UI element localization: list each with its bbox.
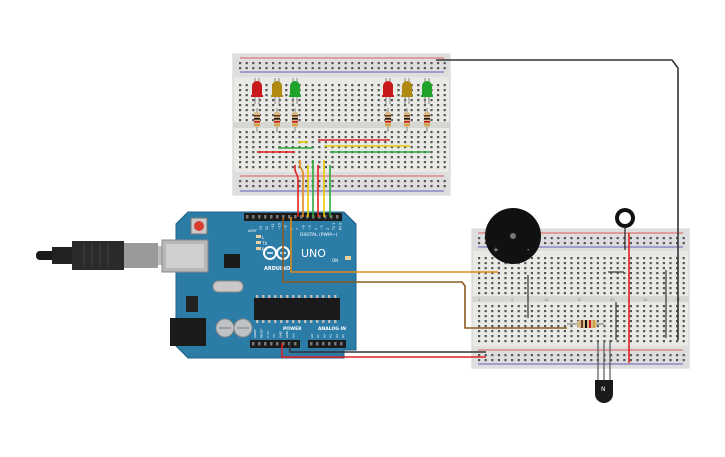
analog-pin-label: A5 bbox=[341, 334, 345, 338]
led[interactable] bbox=[251, 78, 263, 104]
wire-black-gnd bbox=[436, 59, 679, 340]
power-pin-label: 5V bbox=[272, 333, 276, 338]
usb-cable[interactable] bbox=[36, 241, 164, 270]
sound-sensor[interactable] bbox=[615, 208, 635, 250]
analog-pin-label: A1 bbox=[316, 334, 320, 338]
top-resistors[interactable] bbox=[254, 108, 430, 132]
npn-transistor[interactable]: N bbox=[595, 340, 613, 403]
wire-brown-base bbox=[282, 217, 567, 329]
row-number: 1 bbox=[478, 298, 480, 302]
power-pin-label: RESET bbox=[259, 328, 263, 338]
digital-pin-label: RX 0 bbox=[338, 223, 342, 230]
digital-pin-label: 7 bbox=[296, 228, 300, 230]
resistor[interactable] bbox=[385, 108, 391, 132]
transistor-label: N bbox=[601, 386, 606, 393]
l-led-label: L bbox=[262, 235, 265, 240]
power-pin-label: Vin bbox=[291, 333, 295, 338]
digital-header-label: DIGITAL (PWM~) bbox=[300, 232, 338, 238]
power-pin-label: GND bbox=[279, 330, 283, 338]
power-pin-label: GND bbox=[285, 330, 289, 338]
resistor[interactable] bbox=[424, 108, 430, 132]
analog-pin-label: A3 bbox=[329, 334, 333, 338]
power-header[interactable] bbox=[250, 340, 300, 348]
digital-pin-label: TX 1 bbox=[332, 223, 336, 231]
digital-pin-label: ~5 bbox=[308, 225, 312, 230]
wire-black-gnd2 bbox=[289, 343, 486, 353]
aref-label: AREF bbox=[248, 229, 257, 233]
wire-red-5v bbox=[281, 343, 486, 358]
led[interactable] bbox=[271, 78, 283, 104]
analog-header-label: ANALOG IN bbox=[318, 326, 346, 332]
resistor[interactable] bbox=[274, 108, 280, 132]
row-number: 20 bbox=[610, 298, 614, 302]
buzzer-plus-label: + bbox=[493, 246, 499, 254]
resistor[interactable] bbox=[404, 108, 410, 132]
top-breadboard[interactable] bbox=[232, 53, 451, 196]
digital-pin-label: ~10 bbox=[277, 223, 281, 230]
resistor[interactable] bbox=[254, 108, 260, 132]
reset-button[interactable] bbox=[194, 221, 204, 231]
on-led-label: ON bbox=[332, 258, 338, 263]
row-number: 10 bbox=[544, 298, 548, 302]
analog-pin-label: A2 bbox=[322, 334, 326, 338]
buzzer-minus-label: - bbox=[527, 246, 530, 254]
power-header-label: POWER bbox=[283, 326, 302, 332]
chip-pins bbox=[256, 295, 337, 323]
analog-header[interactable] bbox=[308, 340, 346, 348]
analog-pin-label: A0 bbox=[310, 334, 314, 338]
digital-pin-label: ~11 bbox=[271, 223, 275, 230]
resistor[interactable] bbox=[292, 108, 298, 132]
led-group[interactable] bbox=[251, 78, 433, 104]
digital-pin-label: 12 bbox=[265, 226, 269, 230]
wires[interactable] bbox=[257, 59, 679, 363]
board-brand-label: ARDUINO bbox=[264, 266, 290, 272]
analog-pin-label: A4 bbox=[335, 334, 339, 338]
digital-header[interactable] bbox=[244, 213, 342, 221]
digital-pin-label: 13 bbox=[259, 226, 263, 230]
led[interactable] bbox=[421, 78, 433, 104]
wire-orange-buzzer bbox=[290, 217, 498, 273]
led[interactable] bbox=[289, 78, 301, 104]
row-number: 5 bbox=[511, 298, 513, 302]
power-pin-label: 3.3V bbox=[266, 330, 270, 338]
board-model-label: UNO bbox=[301, 247, 326, 260]
row-number: 15 bbox=[577, 298, 581, 302]
arduino-uno-board[interactable]: UNO ARDUINO DIGITAL (PWM~) POWER ANALOG … bbox=[161, 211, 357, 359]
led[interactable] bbox=[382, 78, 394, 104]
wire-orange-pin12 bbox=[299, 160, 304, 217]
piezo-buzzer[interactable]: + - bbox=[485, 208, 541, 264]
rx-led-label: RX bbox=[262, 247, 268, 252]
digital-pin-label: 4 bbox=[314, 228, 318, 230]
digital-pin-label: ~3 bbox=[320, 225, 324, 230]
digital-pin-label: 2 bbox=[326, 228, 330, 230]
digital-pin-label: ~9 bbox=[283, 225, 287, 230]
tx-led-label: TX bbox=[261, 241, 267, 246]
top-breadboard-holes bbox=[239, 62, 446, 188]
resistor-right[interactable] bbox=[567, 320, 604, 328]
wire-red-pin13 bbox=[294, 165, 299, 217]
row-number: 25 bbox=[643, 298, 647, 302]
atmega-chip bbox=[254, 298, 340, 320]
digital-pin-label: ~6 bbox=[302, 225, 306, 230]
led[interactable] bbox=[401, 78, 413, 104]
power-pin-label: IOREF bbox=[253, 329, 257, 338]
